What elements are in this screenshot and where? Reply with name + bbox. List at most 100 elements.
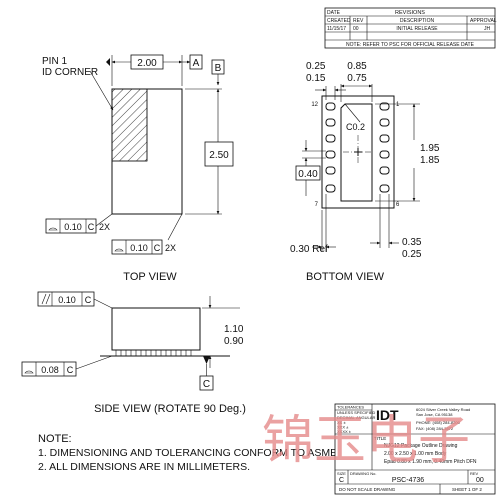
- fcf1-multiplier: 2X: [99, 222, 110, 232]
- dim-top-center-1: 0.85: [347, 61, 367, 72]
- dim-bottom-right-1: 0.35: [402, 237, 422, 248]
- revisions-header: REVISIONS: [395, 10, 425, 16]
- tb-addr2: San Jose, CA 95138: [416, 412, 453, 417]
- pad: [325, 118, 336, 127]
- dim-height: 2.50: [209, 150, 229, 161]
- tb-title-3: Epad 0.80 x 1.90 mm, 0.40mm Pitch DFN: [384, 459, 477, 465]
- datum-b: B: [215, 63, 222, 74]
- side-leads: [115, 349, 192, 357]
- pad: [325, 134, 336, 143]
- pad: [379, 150, 390, 159]
- rev-row-approval: JH: [484, 26, 491, 32]
- note-2: 2. ALL DIMENSIONS ARE IN MILLIMETERS.: [38, 461, 250, 473]
- idt-logo: IDT: [376, 407, 399, 423]
- tb-rev-label: REV: [470, 471, 479, 476]
- pin-6-label: 6: [396, 202, 400, 208]
- datum-c: C: [203, 379, 210, 390]
- side-view-caption: SIDE VIEW (ROTATE 90 Deg.): [94, 403, 246, 415]
- tb-title-1: NJG12 Package Outline Drawing: [384, 443, 458, 449]
- tb-size: C: [339, 477, 344, 484]
- tb-size-label: SIZE: [337, 471, 346, 476]
- revisions-note: NOTE: REFER TO PSC FOR OFFICIAL RELEASE …: [346, 42, 475, 48]
- bottom-view: 12 1 7 6 C0.2 0.25 0.15 0.85 0.75 1.95 1…: [290, 61, 440, 283]
- pin-7-label: 7: [315, 202, 319, 208]
- fcf2-value: 0.10: [130, 243, 148, 253]
- fcf1-datum: C: [88, 222, 95, 232]
- pin1-id-corner: [111, 88, 148, 162]
- note-1: 1. DIMENSIONING AND TOLERANCING CONFORM …: [38, 447, 397, 459]
- pad: [379, 134, 390, 143]
- pin1-label: PIN 1: [42, 56, 67, 67]
- top-view: PIN 1 ID CORNER 2.00 A B 2.50 0.10 C 2X: [42, 54, 234, 283]
- fcf2-datum: C: [154, 243, 161, 253]
- dim-top-left-1: 0.25: [306, 61, 326, 72]
- dim-top-left-2: 0.15: [306, 73, 326, 84]
- pad: [325, 166, 336, 175]
- side-fcf2-datum: C: [67, 365, 74, 375]
- chamfer-label: C0.2: [346, 122, 365, 132]
- watermark: 锦玉电子: [262, 411, 470, 471]
- tb-unless: UNLESS SPECIFIED: [337, 410, 375, 415]
- col-approval: APPROVAL: [470, 18, 497, 24]
- side-dim-height-1: 1.10: [224, 324, 244, 335]
- tb-tolerances: TOLERANCES: [337, 405, 364, 410]
- dim-top-center-2: 0.75: [347, 73, 367, 84]
- tb-xxxx: XXXX ±: [337, 429, 352, 434]
- rev-row-rev: 00: [353, 26, 359, 32]
- tb-rev: 00: [476, 477, 484, 484]
- revisions-table: REVISIONS DATE CREATED REV DESCRIPTION A…: [324, 7, 497, 49]
- pad: [379, 184, 390, 193]
- notes-title: NOTE:: [38, 433, 72, 445]
- profile-surface-icon: [114, 248, 124, 252]
- profile-surface-icon: [24, 370, 34, 374]
- side-fcf-value: 0.10: [58, 295, 76, 305]
- tb-decimal: DECIMAL: [337, 415, 356, 420]
- tb-scale-note: DO NOT SCALE DRAWING: [339, 487, 396, 492]
- rev-row-date: 11/15/17: [327, 26, 346, 32]
- col-rev: REV: [353, 18, 364, 24]
- pad: [379, 118, 390, 127]
- side-dim-height-2: 0.90: [224, 336, 244, 347]
- tb-title-2: 2.00 x 2.50 x 1.00 mm Body: [384, 451, 447, 457]
- tb-drawing-no: PSC-4736: [392, 477, 424, 484]
- dim-right-2: 1.85: [420, 155, 440, 166]
- pad: [325, 184, 336, 193]
- fcf2-multiplier: 2X: [165, 243, 176, 253]
- col-description: DESCRIPTION: [400, 18, 435, 24]
- title-block: TOLERANCES UNLESS SPECIFIED DECIMAL ANGU…: [334, 403, 496, 495]
- tb-addr1: 6024 Silver Creek Valley Road: [416, 407, 470, 412]
- col-created: CREATED: [327, 18, 351, 24]
- exposed-pad: [340, 103, 373, 202]
- tb-title-label: TITLE: [374, 436, 386, 441]
- dim-right-1: 1.95: [420, 143, 440, 154]
- tb-sheet: SHEET 1 OF 2: [452, 487, 482, 492]
- bottom-view-caption: BOTTOM VIEW: [306, 271, 385, 283]
- tb-drawing-no-label: DRAWING No.: [350, 471, 377, 476]
- pin-1-label: 1: [396, 102, 400, 108]
- bottom-view-body: [321, 95, 395, 209]
- side-view: 0.10 C 1.10 0.90 0.08 C C SIDE VIEW (ROT…: [21, 291, 246, 415]
- pad: [325, 150, 336, 159]
- parallelism-icon: [41, 293, 47, 305]
- col-date: DATE: [327, 10, 341, 16]
- dim-bottom-right-2: 0.25: [402, 249, 422, 260]
- pad: [325, 102, 336, 111]
- pad: [379, 166, 390, 175]
- id-corner-label: ID CORNER: [42, 67, 98, 78]
- fcf1-value: 0.10: [64, 222, 82, 232]
- top-view-caption: TOP VIEW: [123, 271, 177, 283]
- rev-row-description: INITIAL RELEASE: [396, 26, 438, 32]
- pad: [379, 102, 390, 111]
- tb-angular: ANGULAR: [356, 415, 375, 420]
- tb-fax: FAX: (408) 284-3572: [416, 426, 454, 431]
- side-fcf-datum: C: [85, 295, 92, 305]
- datum-a: A: [193, 58, 200, 69]
- dim-width: 2.00: [137, 58, 157, 69]
- side-view-body: [111, 307, 201, 351]
- tb-xx: XX ±: [337, 420, 346, 425]
- profile-surface-icon: [48, 227, 58, 231]
- dim-ref: 0.30 Ref: [290, 244, 328, 255]
- tb-xxx: XXX ±: [337, 425, 349, 430]
- notes: NOTE: 1. DIMENSIONING AND TOLERANCING CO…: [38, 433, 397, 473]
